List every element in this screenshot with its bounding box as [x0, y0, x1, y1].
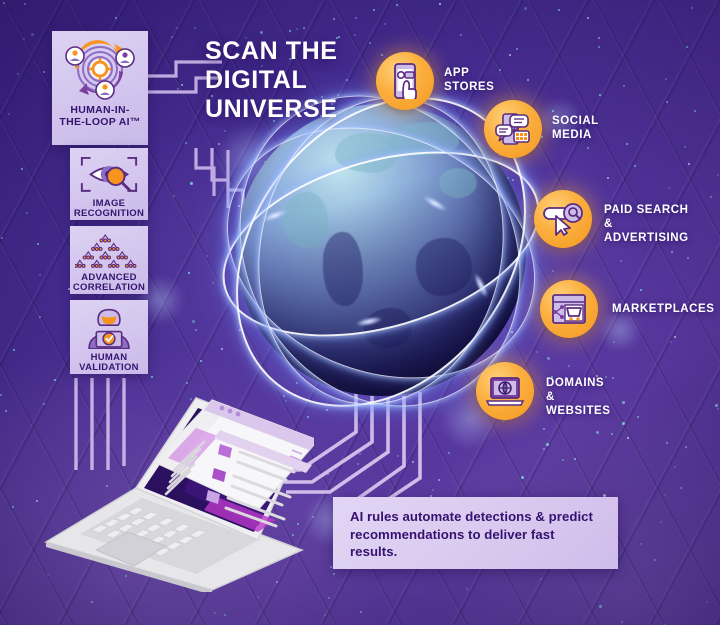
- laptop-globe-icon: [486, 377, 524, 406]
- phone-tap-icon: [394, 63, 417, 99]
- channel-node-domains-websites[interactable]: DOMAINS & WEBSITES: [476, 362, 610, 420]
- chat-bubbles-icon: [495, 113, 530, 145]
- globe-shading: [236, 104, 526, 396]
- shopping-cart-window-icon: [552, 294, 586, 324]
- caption-text: AI rules automate detections & predict r…: [350, 509, 593, 560]
- channel-node-circle: [534, 190, 592, 248]
- pipeline-card-image-recognition[interactable]: IMAGE RECOGNITION: [70, 148, 148, 220]
- channel-node-app-stores[interactable]: APP STORES: [376, 52, 494, 110]
- person-check-icon: [88, 308, 130, 349]
- channel-node-circle: [484, 100, 542, 158]
- page-title: SCAN THE DIGITAL UNIVERSE: [205, 37, 410, 124]
- node-pyramid-icon: [75, 233, 137, 268]
- laptop-illustration: [44, 392, 320, 595]
- human-loop-ai-icon: [65, 40, 135, 100]
- pipeline-card-human-validation[interactable]: HUMAN VALIDATION: [70, 300, 148, 374]
- channel-node-circle: [476, 362, 534, 420]
- channel-label: PAID SEARCH & ADVERTISING: [604, 204, 689, 245]
- page-title-line-2: DIGITAL: [205, 66, 308, 94]
- pipeline-card-human-in-the-loop-ai[interactable]: HUMAN-IN- THE-LOOP AI™: [52, 31, 148, 145]
- channel-label: DOMAINS & WEBSITES: [546, 377, 611, 418]
- caption-box: AI rules automate detections & predict r…: [333, 497, 618, 569]
- pipeline-card-label: HUMAN VALIDATION: [79, 351, 139, 374]
- page-title-line-3: UNIVERSE: [205, 95, 338, 123]
- eye-scan-icon: [80, 156, 138, 192]
- channel-node-paid-search-advertising[interactable]: PAID SEARCH & ADVERTISING: [534, 190, 688, 248]
- pipeline-card-label: IMAGE RECOGNITION: [73, 197, 145, 220]
- digital-universe-globe: [176, 40, 586, 464]
- channel-label: SOCIAL MEDIA: [552, 115, 599, 142]
- channel-label: MARKETPLACES: [612, 303, 715, 315]
- channel-node-marketplaces[interactable]: MARKETPLACES: [540, 280, 714, 338]
- page-title-line-1: SCAN THE: [205, 37, 338, 65]
- channel-node-circle: [540, 280, 598, 338]
- search-bar-cursor-icon: [543, 203, 583, 236]
- pipeline-card-label: HUMAN-IN- THE-LOOP AI™: [59, 104, 141, 128]
- globe-sphere: [236, 104, 526, 396]
- channel-node-social-media[interactable]: SOCIAL MEDIA: [484, 100, 598, 158]
- channel-node-circle: [376, 52, 434, 110]
- pipeline-card-label: ADVANCED CORRELATION: [72, 271, 146, 294]
- channel-label: APP STORES: [444, 67, 495, 94]
- pipeline-card-advanced-correlation[interactable]: ADVANCED CORRELATION: [70, 226, 148, 294]
